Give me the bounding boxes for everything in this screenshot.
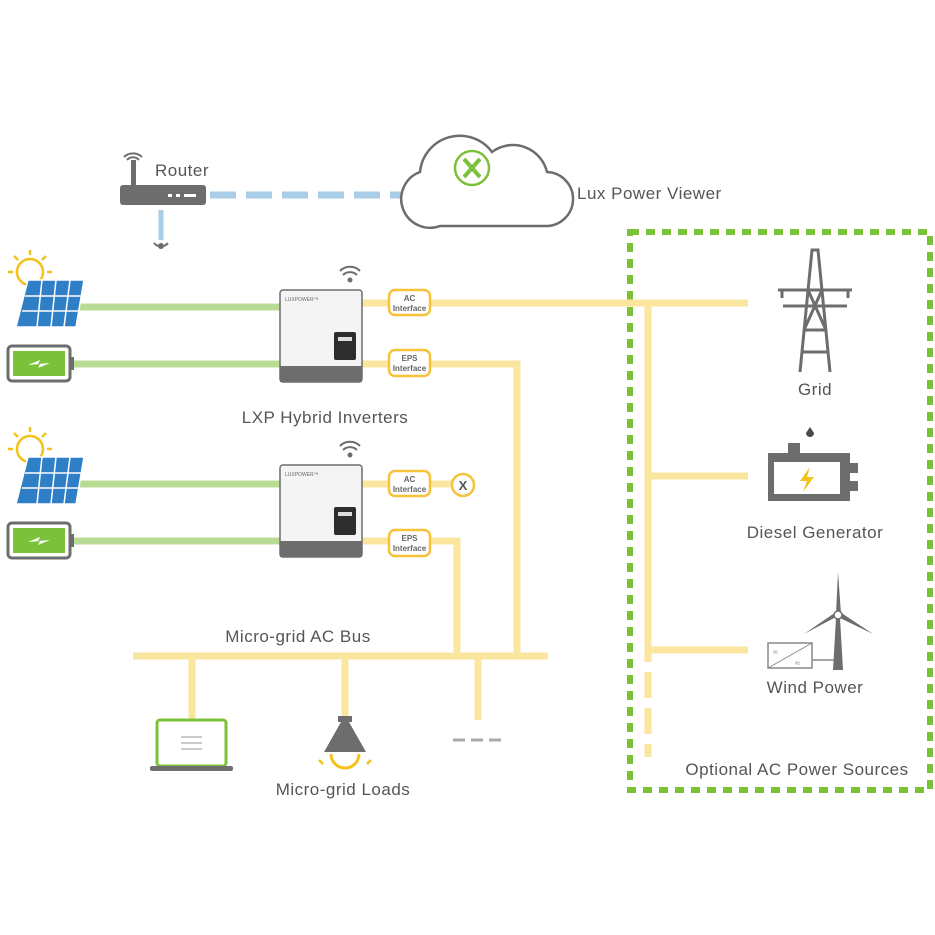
ac-bus-label: Micro-grid AC Bus — [225, 627, 370, 646]
svg-text:Interface: Interface — [393, 304, 427, 313]
battery-icon — [6, 344, 74, 383]
svg-text:Interface: Interface — [393, 485, 427, 494]
wind-turbine-icon: ≈≈ — [767, 572, 873, 670]
wifi-icon — [339, 440, 361, 458]
inverters-label: LXP Hybrid Inverters — [242, 408, 409, 427]
ac-interface-2: AC Interface — [387, 469, 432, 498]
inverter-2[interactable]: LUXPOWER™ — [279, 440, 363, 558]
laptop-icon — [150, 718, 233, 771]
inverter-1[interactable]: LUXPOWER™ — [279, 265, 363, 383]
wifi-icon — [339, 265, 361, 283]
eps-interface-2: EPS Interface — [387, 528, 432, 558]
cloud-label: Lux Power Viewer — [577, 184, 722, 203]
svg-text:EPS: EPS — [401, 534, 418, 543]
generator-label: Diesel Generator — [747, 523, 884, 542]
router-icon — [120, 152, 206, 249]
cloud-icon[interactable] — [399, 134, 575, 229]
solar-panel-icon — [8, 250, 85, 328]
grid-tower-icon — [778, 248, 852, 373]
solar-panel-icon — [8, 427, 85, 505]
disconnected-icon: X — [450, 472, 476, 498]
lamp-icon — [318, 716, 372, 770]
grid-label: Grid — [798, 380, 832, 399]
optional-sources-label: Optional AC Power Sources — [685, 760, 908, 779]
diesel-generator-icon — [768, 427, 858, 501]
svg-text:EPS: EPS — [401, 354, 418, 363]
inverter-brand: LUXPOWER™ — [285, 472, 319, 478]
inverter-display — [334, 332, 356, 360]
optional-sources-frame — [627, 229, 933, 793]
svg-text:AC: AC — [404, 475, 416, 484]
svg-text:Interface: Interface — [393, 364, 427, 373]
svg-text:Interface: Interface — [393, 544, 427, 553]
dc-lines — [72, 303, 280, 545]
svg-text:≈: ≈ — [773, 647, 778, 657]
svg-text:≈: ≈ — [795, 658, 800, 668]
svg-text:AC: AC — [404, 294, 416, 303]
ac-interface-1: AC Interface — [387, 288, 432, 317]
ac-lines — [133, 299, 748, 757]
inverter-display — [334, 507, 356, 535]
eps-interface-1: EPS Interface — [387, 348, 432, 378]
battery-icon — [6, 521, 74, 560]
svg-text:X: X — [459, 478, 468, 493]
wind-label: Wind Power — [767, 678, 864, 697]
inverter-brand: LUXPOWER™ — [285, 297, 319, 303]
loads-label: Micro-grid Loads — [276, 780, 411, 799]
router-label: Router — [155, 161, 209, 180]
